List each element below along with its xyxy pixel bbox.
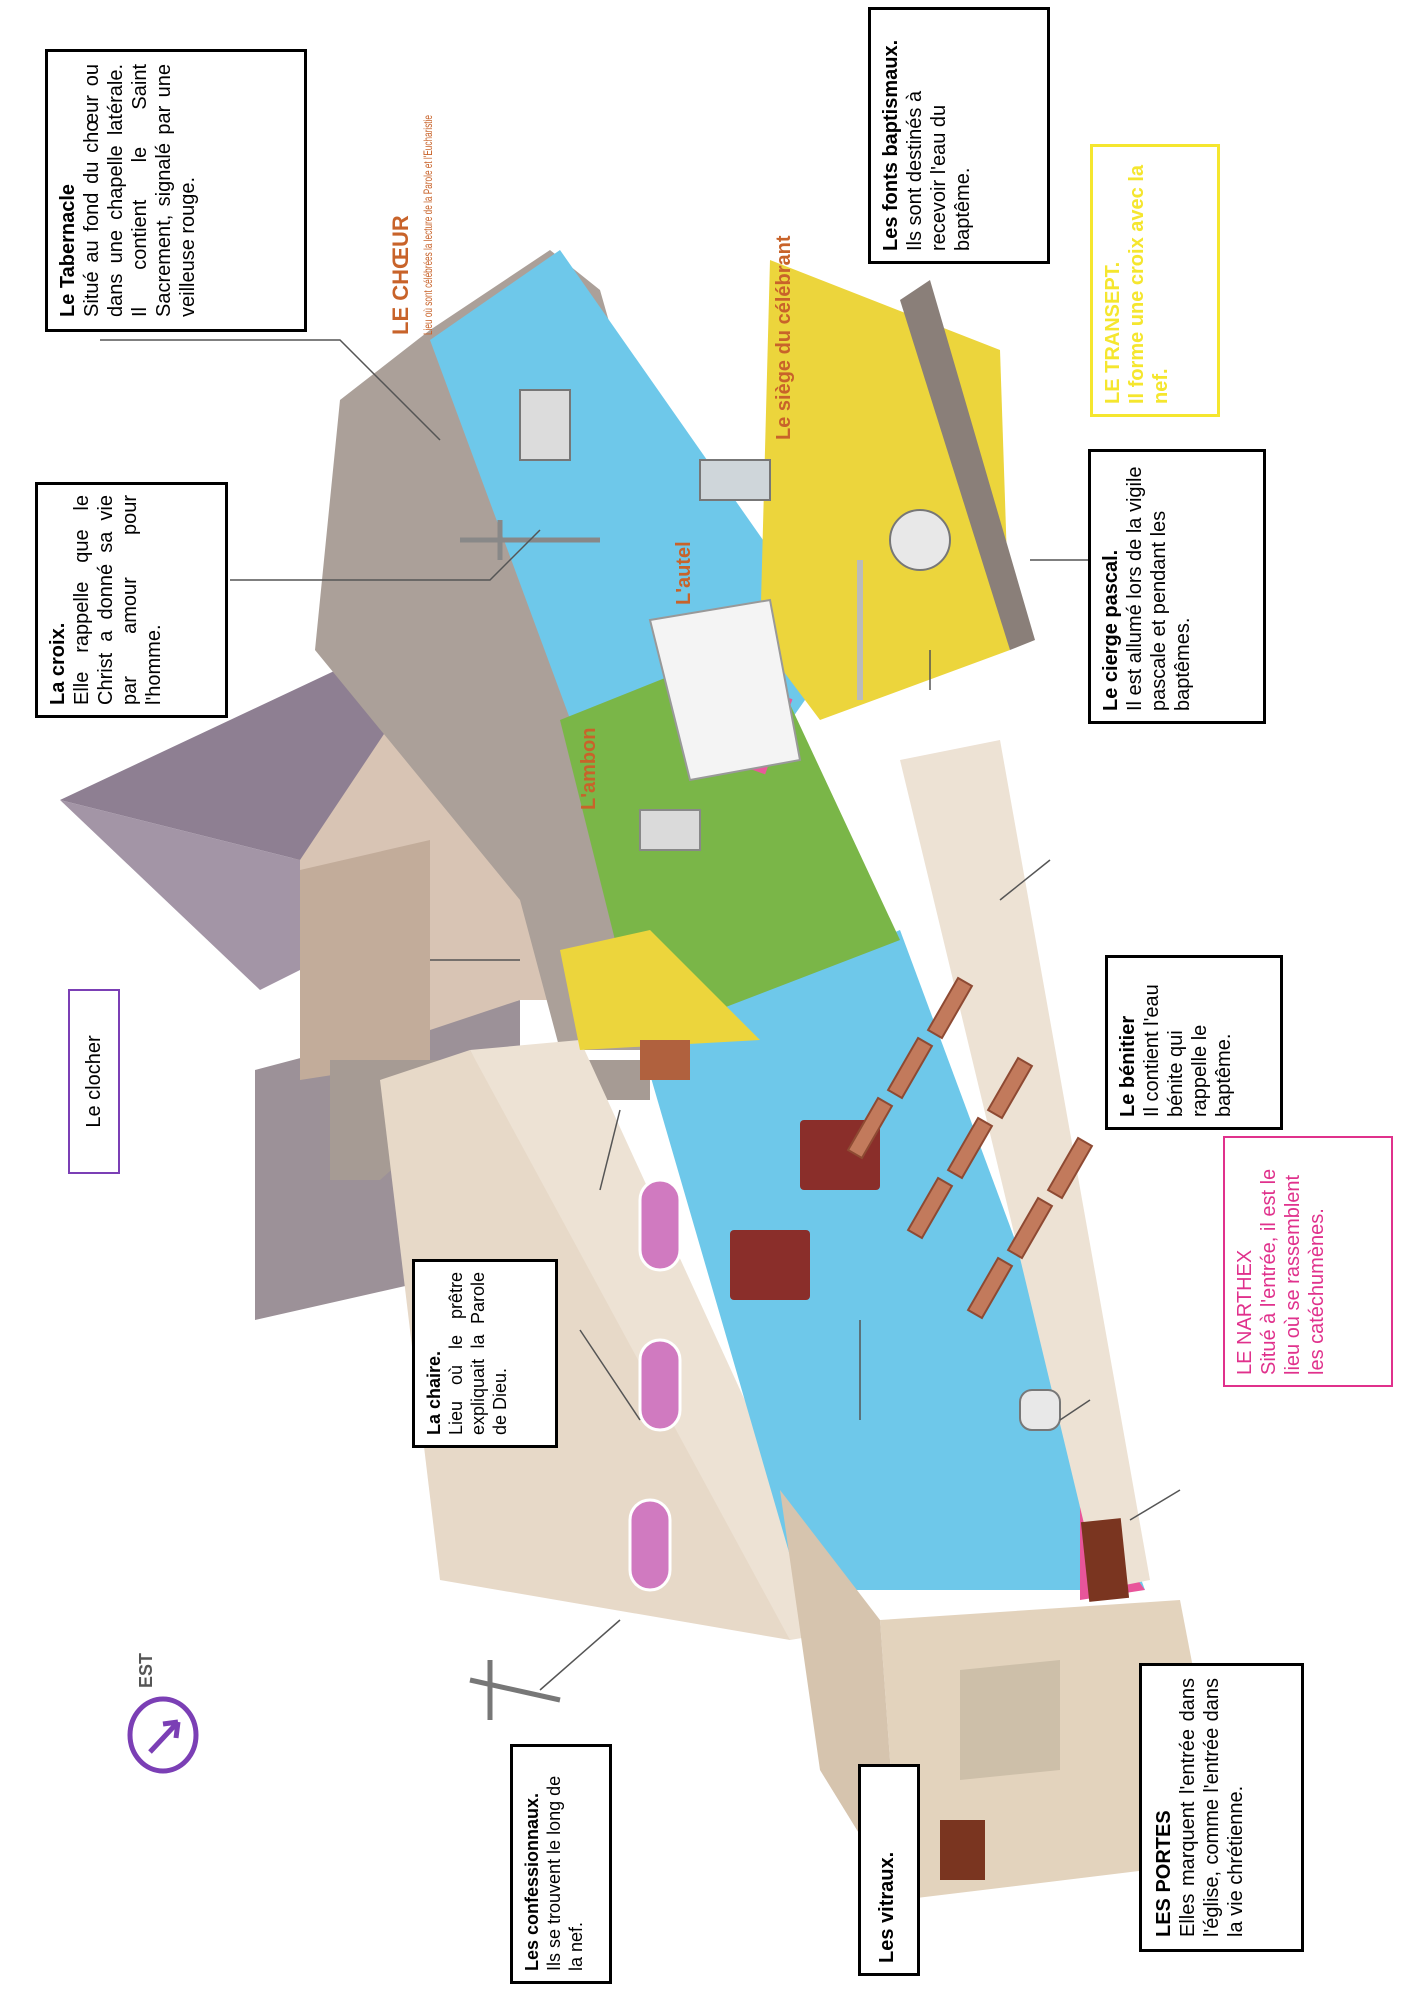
compass-arrow-icon — [127, 1696, 199, 1774]
door-arch — [960, 1660, 1060, 1780]
clocher-text: Le clocher — [83, 1035, 105, 1128]
croix-title: La croix. — [47, 622, 69, 705]
stained-glass-windows — [628, 1178, 682, 1592]
fonts-callout: Les fonts baptismaux. Ils sont destinés … — [868, 7, 1050, 264]
clocher-callout: Le clocher — [68, 989, 120, 1174]
vitraux-callout: Les vitraux. — [858, 1764, 920, 1976]
chaire-title: La chaire. — [424, 1350, 444, 1435]
chaire-callout: La chaire. Lieu où le prêtre expliquait … — [412, 1259, 558, 1448]
celebrant-seat — [699, 459, 771, 501]
transept-text: Il forme une croix avec la nef. — [1126, 165, 1172, 404]
portes-text: Elles marquent l'entrée dans l'église, c… — [1177, 1678, 1247, 1937]
tabernacle — [519, 389, 571, 461]
ambon — [639, 809, 701, 851]
transept-callout: LE TRANSEPT. Il forme une croix avec la … — [1090, 144, 1220, 417]
door-2 — [940, 1820, 985, 1880]
siege-label: Le siège du célébrant — [773, 235, 795, 440]
cierge-text: Il est allumé lors de la vigile pascale … — [1124, 466, 1194, 711]
benitier — [1019, 1389, 1061, 1431]
compass-label: EST — [136, 1653, 156, 1688]
choeur-title: LE CHŒUR — [388, 215, 413, 335]
compass-east: EST — [127, 1653, 199, 1774]
tabernacle-callout: Le Tabernacle Situé au fond du chœur ou … — [45, 49, 307, 332]
nave-wall — [380, 1050, 790, 1640]
fonts-title: Les fonts baptismaux. — [880, 39, 902, 251]
cierge-title: Le cierge pascal. — [1100, 549, 1122, 711]
confessionnaux-text: Ils se trouvent le long de la nef. — [544, 1775, 586, 1971]
chaire-text: Lieu où le prêtre expliquait la Parole d… — [446, 1272, 510, 1435]
choeur-subtitle: Lieu où sont célébrées la lecture de la … — [421, 115, 435, 335]
benitier-callout: Le bénitier Il contient l'eau bénite qui… — [1105, 955, 1283, 1130]
cierge-callout: Le cierge pascal. Il est allumé lors de … — [1088, 449, 1266, 724]
transept-title: LE TRANSEPT. — [1102, 261, 1124, 404]
pulpit — [640, 1040, 690, 1080]
leader-lines — [100, 339, 1181, 1691]
tabernacle-title: Le Tabernacle — [57, 183, 79, 317]
confessionnaux-title: Les confessionnaux. — [522, 1792, 542, 1971]
narthex-title: LE NARTHEX — [1234, 1249, 1256, 1375]
croix-text: Elle rappelle que le Christ a donné sa v… — [71, 495, 165, 705]
ambon-label: L'ambon — [578, 727, 600, 810]
altar — [648, 598, 802, 782]
transept-left-floor — [560, 930, 760, 1050]
pews — [846, 976, 1094, 1320]
croix-callout: La croix. Elle rappelle que le Christ a … — [35, 482, 228, 718]
tabernacle-text: Situé au fond du chœur ou dans une chape… — [81, 64, 199, 317]
confessionnaux-callout: Les confessionnaux. Ils se trouvent le l… — [510, 1744, 612, 1984]
baptismal-font — [889, 509, 951, 571]
portes-callout: LES PORTES Elles marquent l'entrée dans … — [1139, 1663, 1304, 1952]
autel-label: L'autel — [673, 541, 695, 605]
narthex-text: Situé à l'entrée, il est le lieu où se r… — [1258, 1168, 1328, 1375]
door-1 — [1080, 1518, 1130, 1602]
fonts-text: Ils sont destinés à recevoir l'eau du ba… — [904, 90, 974, 251]
vitraux-title: Les vitraux. — [876, 1851, 898, 1963]
benitier-text: Il contient l'eau bénite qui rappelle le… — [1141, 984, 1235, 1117]
narthex-callout: LE NARTHEX Situé à l'entrée, il est le l… — [1223, 1136, 1393, 1387]
benitier-title: Le bénitier — [1117, 1015, 1139, 1117]
nave-floor — [640, 930, 1145, 1590]
portes-title: LES PORTES — [1153, 1810, 1175, 1937]
